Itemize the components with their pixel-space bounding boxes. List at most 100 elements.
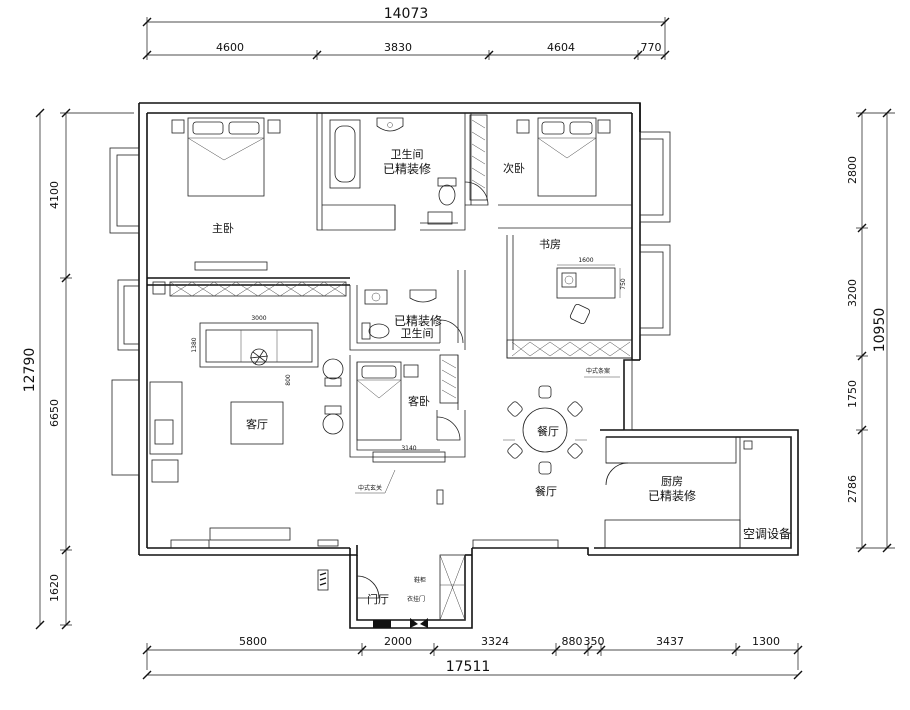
sofa-icon xyxy=(199,322,319,368)
double-bed-icon xyxy=(187,117,265,197)
right-dimension-chain: 10950 2800 3200 1750 2786 xyxy=(846,108,895,553)
window-bays xyxy=(109,131,741,549)
bottom-dimension-6: 3437 xyxy=(656,635,684,648)
door-icon xyxy=(436,416,461,441)
kitchen: 厨房 已精装修 空调设备 xyxy=(605,436,792,549)
chair-icon xyxy=(569,303,591,325)
single-bed-icon xyxy=(356,361,402,441)
tv-cabinet-icon xyxy=(194,261,268,271)
study: 1600 750 书房 xyxy=(511,238,631,357)
middle-bathroom-note: 已精装修 xyxy=(394,313,442,328)
guest-bedroom-label: 客卧 xyxy=(408,394,430,408)
bottom-dimension-1: 5800 xyxy=(239,635,267,648)
ac-room-icon xyxy=(739,436,792,549)
top-bathroom-note: 已精装修 xyxy=(383,161,431,176)
console-table-icon xyxy=(623,359,633,431)
nightstand-icon xyxy=(516,119,530,134)
top-dimension-chain: 14073 4600 3830 4604 770 xyxy=(142,6,670,60)
bottom-total-dimension: 17511 xyxy=(446,659,491,675)
sink-icon xyxy=(409,289,437,303)
shoe-cabinet-label: 鞋柜 xyxy=(414,576,426,584)
left-total-dimension: 12790 xyxy=(22,348,38,393)
nightstand-icon xyxy=(597,119,611,134)
nightstand-icon xyxy=(403,364,419,378)
toilet-icon xyxy=(361,322,390,340)
nightstand-icon xyxy=(171,119,185,134)
door-icon xyxy=(439,319,464,344)
wardrobe-band xyxy=(152,281,347,297)
living-room-label: 客厅 xyxy=(246,417,268,431)
second-bedroom-label: 次卧 xyxy=(503,161,525,175)
shoe-cabinet-icon xyxy=(439,554,466,621)
double-bed-icon xyxy=(537,117,597,197)
kitchen-note: 已精装修 xyxy=(648,488,696,503)
ac-equipment-label: 空调设备 xyxy=(743,527,791,541)
dining-table-icon xyxy=(503,385,587,475)
interior-walls xyxy=(316,113,633,463)
top-dimension-2: 3830 xyxy=(384,41,412,54)
right-dimension-1: 2800 xyxy=(846,156,859,184)
top-dimension-3: 4604 xyxy=(547,41,575,54)
right-dimension-3: 1750 xyxy=(846,380,859,408)
desk-width-label: 1600 xyxy=(578,257,593,264)
top-dimension-1: 4600 xyxy=(216,41,244,54)
tv-cabinet-icon xyxy=(209,527,291,541)
right-total-dimension: 10950 xyxy=(872,308,888,353)
nightstand-icon xyxy=(267,119,281,134)
plant-icon xyxy=(249,348,269,366)
entrance-door-icon xyxy=(356,575,380,599)
living-room: 3000 1380 800 客厅 xyxy=(149,315,344,547)
right-dimension-2: 3200 xyxy=(846,279,859,307)
wardrobe-hatch-icon xyxy=(439,354,459,404)
side-cabinet-icon xyxy=(149,381,183,455)
kitchen-counter-icon xyxy=(605,436,737,464)
bottom-dimension-5: 350 xyxy=(584,635,605,648)
chinese-cabinet-label-1: 中式条案 xyxy=(586,367,610,375)
bottom-dimension-4: 880 xyxy=(562,635,583,648)
dining-room: 中式条案 餐厅 餐厅 xyxy=(503,359,633,498)
bottom-dimension-7: 1300 xyxy=(752,635,780,648)
sofa-length-label: 3000 xyxy=(251,315,266,322)
bottom-dimension-2: 2000 xyxy=(384,635,412,648)
second-bedroom: 次卧 xyxy=(503,117,611,197)
bottom-dimension-chain: 5800 2000 3324 880 350 3437 1300 17511 xyxy=(142,635,803,680)
door-marker-icon xyxy=(410,618,428,628)
sofa-depth-label: 1380 xyxy=(191,337,198,352)
armchair-icon xyxy=(322,358,344,435)
top-bathroom-label: 卫生间 xyxy=(391,147,424,161)
entrance: 中式玄关 鞋柜 衣挂门 门厅 xyxy=(317,469,466,628)
column-icon xyxy=(152,281,166,295)
cabinet-size-label: 3140 xyxy=(401,445,416,452)
master-bedroom-label: 主卧 xyxy=(212,222,234,235)
exterior-walls xyxy=(138,102,799,629)
sink-icon xyxy=(376,117,404,132)
desk-icon xyxy=(556,264,621,299)
bottom-dimension-3: 3324 xyxy=(481,635,509,648)
door-mat-icon xyxy=(373,620,391,628)
study-label: 书房 xyxy=(539,238,561,251)
sink-icon xyxy=(364,289,388,305)
column-icon xyxy=(743,440,753,450)
top-total-dimension: 14073 xyxy=(384,6,429,22)
middle-bathroom-label: 卫生间 xyxy=(401,326,434,340)
top-dimension-4: 770 xyxy=(641,41,662,54)
door-icon xyxy=(605,462,629,486)
left-dimension-chain: 12790 4100 6650 1620 xyxy=(22,108,134,630)
door-icon xyxy=(464,181,489,206)
entrance-label: 门厅 xyxy=(367,592,389,606)
wardrobe-hatch-icon xyxy=(469,114,488,201)
washbasin-icon xyxy=(427,211,453,225)
cabinet-icon xyxy=(317,539,339,547)
bathtub-icon xyxy=(329,119,361,189)
left-dimension-1: 4100 xyxy=(48,181,61,209)
dining-room-label-2: 餐厅 xyxy=(535,484,557,498)
table-size-label: 800 xyxy=(285,374,292,386)
middle-bathroom: 已精装修 卫生间 xyxy=(361,289,464,344)
master-bedroom: 主卧 xyxy=(171,117,281,271)
hanging-cabinet-label: 衣挂门 xyxy=(407,595,425,603)
left-dimension-3: 1620 xyxy=(48,574,61,602)
stair-icon xyxy=(317,569,329,591)
cabinet-hatch-icon xyxy=(511,341,631,357)
kitchen-label: 厨房 xyxy=(661,475,683,488)
